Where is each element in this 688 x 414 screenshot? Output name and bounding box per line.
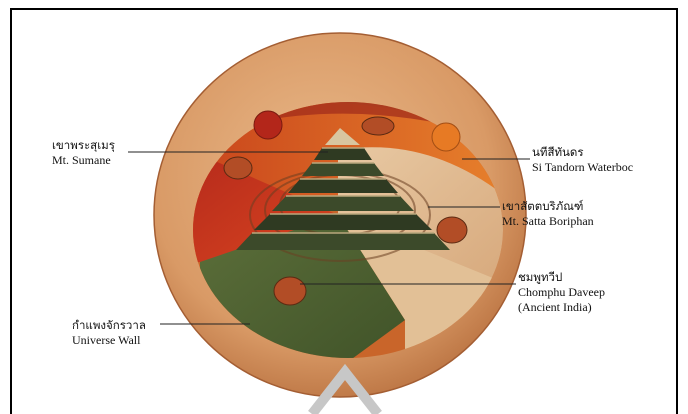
watermark-triangle: [0, 0, 688, 414]
